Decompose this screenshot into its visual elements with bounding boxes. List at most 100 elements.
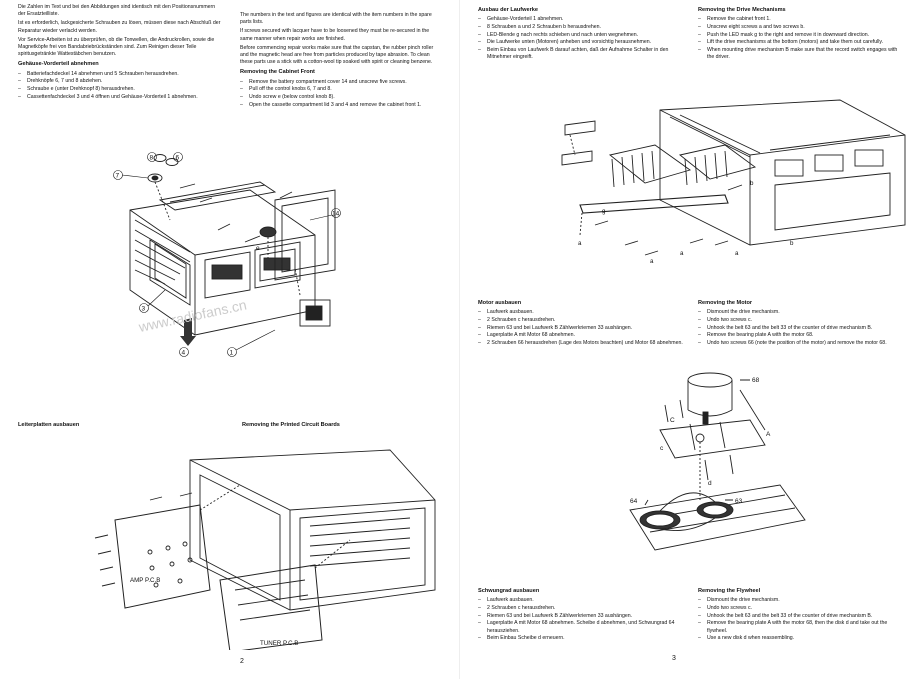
callout-68: 68	[752, 377, 760, 384]
callout-3: 3	[142, 306, 146, 313]
callout-14: 14	[332, 211, 340, 218]
de-motor-steps: Laufwerk ausbauen. 2 Schrauben c herausd…	[478, 309, 683, 347]
en-pcb-heading: Removing the Printed Circuit Boards	[242, 422, 340, 428]
en-drive-steps: Remove the cabinet front 1. Unscrew eigh…	[698, 16, 902, 61]
step-item: Use a new disk d when reassembling.	[698, 635, 902, 642]
page-number-right: 3	[672, 655, 676, 662]
en-intro-text-3: Before commencing repair works make sure…	[240, 44, 434, 66]
step-item: Undo two screws 66 (note the position of…	[698, 340, 902, 347]
step-item: Lagerplatte A mit Motor 68 abnehmen. Sch…	[478, 620, 683, 634]
callout-A: A	[766, 431, 771, 438]
step-item: Pull off the control knobs 6, 7 and 8.	[240, 86, 442, 93]
callout-C: C	[670, 417, 675, 424]
step-item: LED-Blende g nach rechts schieben und na…	[478, 32, 683, 39]
callout-c: c	[660, 445, 664, 452]
en-motor-heading: Removing the Motor	[698, 300, 753, 306]
callout-7: 7	[116, 173, 120, 180]
step-item: Batteriefachdeckel 14 abnehmen und 5 Sch…	[18, 71, 222, 78]
step-item: Open the cassette compartment lid 3 and …	[240, 102, 442, 109]
en-flywheel-heading: Removing the Flywheel	[698, 588, 761, 594]
en-motor-steps: Dismount the drive mechanism. Undo two s…	[698, 309, 902, 347]
en-flywheel-steps: Dismount the drive mechanism. Undo two s…	[698, 597, 902, 642]
step-item: Remove the bearing plate A with the moto…	[698, 620, 902, 634]
page-number-left: 2	[240, 658, 244, 665]
callout-g: g	[602, 208, 606, 215]
step-item: Laufwerk ausbauen.	[478, 309, 683, 316]
en-drive-column: Removing the Drive Mechanisms Remove the…	[698, 4, 902, 62]
en-motor-column: Removing the Motor Dismount the drive me…	[698, 297, 902, 348]
en-front-steps: Remove the battery compartment cover 14 …	[240, 79, 442, 110]
de-drive-column: Ausbau der Laufwerke Gehäuse-Vorderteil …	[478, 4, 683, 62]
callout-b: b	[790, 240, 794, 247]
motor-flywheel-figure: 68 C A c d 64 63	[629, 372, 806, 551]
de-intro-text-2: Ist es erforderlich, lackgesicherte Schr…	[18, 20, 221, 34]
de-flywheel-heading: Schwungrad ausbauen	[478, 588, 540, 594]
step-item: 2 Schrauben c herausdrehen.	[478, 605, 683, 612]
de-front-heading: Gehäuse-Vorderteil abnehmen	[18, 61, 99, 68]
callout-1: 1	[230, 350, 234, 357]
callout-e: e	[256, 245, 260, 252]
de-flywheel-column: Schwungrad ausbauen Laufwerk ausbauen. 2…	[478, 585, 683, 643]
step-item: Unhook the belt 63 and the belt 33 of th…	[698, 613, 902, 620]
step-item: 8 Schrauben a und 2 Schrauben b herausdr…	[478, 24, 683, 31]
step-item: Unscrew eight screws a and two screws b.	[698, 24, 902, 31]
amp-pcb-label: AMP P.C.B	[130, 577, 160, 584]
step-item: 2 Schrauben c herausdrehen.	[478, 317, 683, 324]
cabinet-front-figure: 7 8 6 14 e 3 4 1 www.radiofans.cn	[113, 152, 341, 357]
de-drive-steps: Gehäuse-Vorderteil 1 abnehmen. 8 Schraub…	[478, 16, 683, 61]
page-fold	[459, 0, 460, 679]
de-pcb-heading: Leiterplatten ausbauen	[18, 422, 80, 428]
pcb-figure: AMP P.C.B TUNER P.C.B	[94, 449, 436, 650]
callout-64: 64	[630, 498, 638, 505]
step-item: Lagerplatte A mit Motor 68 abnehmen.	[478, 332, 683, 339]
de-motor-column: Motor ausbauen Laufwerk ausbauen. 2 Schr…	[478, 297, 683, 348]
step-item: Riemen 63 und bei Laufwerk B Zählwerkrie…	[478, 613, 683, 620]
step-item: Riemen 63 und bei Laufwerk B Zählwerkrie…	[478, 325, 683, 332]
drive-mechanism-figure: a a a g a b b	[561, 99, 906, 265]
callout-8: 8	[150, 155, 154, 162]
callout-d: d	[708, 480, 712, 487]
step-item: 2 Schrauben 66 herausdrehen (Lage des Mo…	[478, 340, 683, 347]
en-front-heading: Removing the Cabinet Front	[240, 69, 315, 76]
de-front-steps: Batteriefachdeckel 14 abnehmen und 5 Sch…	[18, 71, 222, 102]
watermark: www.radiofans.cn	[136, 296, 248, 335]
step-item: Undo two screws c.	[698, 605, 902, 612]
callout-4: 4	[182, 350, 186, 357]
step-item: Lift the drive mechanisms at the bottom …	[698, 39, 902, 46]
en-drive-heading: Removing the Drive Mechanisms	[698, 7, 786, 13]
callout-a: a	[680, 250, 684, 257]
step-item: Dismount the drive mechanism.	[698, 309, 902, 316]
callout-a: a	[650, 258, 654, 265]
step-item: Drehknöpfe 6, 7 und 8 abziehen.	[18, 78, 222, 85]
step-item: Undo screw e (below control knob 8).	[240, 94, 442, 101]
tuner-pcb-label: TUNER P.C.B	[260, 640, 298, 647]
step-item: Remove the cabinet front 1.	[698, 16, 902, 23]
step-item: Gehäuse-Vorderteil 1 abnehmen.	[478, 16, 683, 23]
callout-6: 6	[176, 155, 180, 162]
step-item: When mounting drive mechanism B make sur…	[698, 47, 902, 61]
step-item: Cassettenfachdeckel 3 und 4 öffnen und G…	[18, 94, 222, 101]
step-item: Remove the bearing plate A with the moto…	[698, 332, 902, 339]
en-intro-column: The numbers in the text and figures are …	[240, 12, 442, 109]
callout-a: a	[735, 250, 739, 257]
en-flywheel-column: Removing the Flywheel Dismount the drive…	[698, 585, 902, 643]
step-item: Remove the battery compartment cover 14 …	[240, 79, 442, 86]
step-item: Laufwerk ausbauen.	[478, 597, 683, 604]
de-intro-column: Die Zahlen im Text und bei den Abbildung…	[18, 4, 222, 101]
de-drive-heading: Ausbau der Laufwerke	[478, 7, 538, 13]
step-item: Dismount the drive mechanism.	[698, 597, 902, 604]
en-intro-text-1: The numbers in the text and figures are …	[240, 12, 432, 26]
callout-b: b	[750, 180, 754, 187]
step-item: Schraube e (unter Drehknopf 8) herausdre…	[18, 86, 222, 93]
de-intro-text-3: Vor Service-Arbeiten ist zu überprüfen, …	[18, 36, 215, 58]
callout-63: 63	[735, 498, 743, 505]
callout-a: a	[578, 240, 582, 247]
de-intro-text-1: Die Zahlen im Text und bei den Abbildung…	[18, 4, 216, 18]
step-item: Unhook the belt 63 and the belt 33 of th…	[698, 325, 902, 332]
step-item: Push the LED mask g to the right and rem…	[698, 32, 902, 39]
step-item: Die Laufwerke unten (Motoren) anheben un…	[478, 39, 683, 46]
step-item: Beim Einbau von Laufwerk B darauf achten…	[478, 47, 683, 61]
de-motor-heading: Motor ausbauen	[478, 300, 522, 306]
step-item: Beim Einbau Scheibe d erneuern.	[478, 635, 683, 642]
